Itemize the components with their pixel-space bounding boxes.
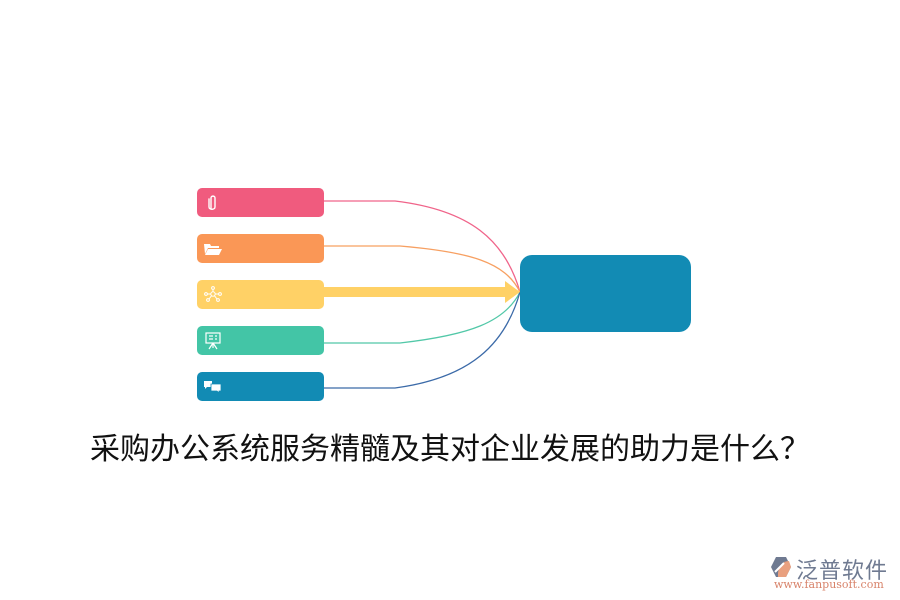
arrow-connector: [320, 281, 520, 303]
fanpu-logo-icon: [771, 557, 791, 577]
page-title: 采购办公系统服务精髓及其对企业发展的助力是什么？: [90, 432, 810, 467]
node-4[interactable]: [197, 326, 324, 355]
node-2[interactable]: [197, 234, 324, 263]
watermark-url: www.fanpusoft.com: [774, 578, 884, 591]
node-3[interactable]: [197, 280, 324, 309]
connector-line-4: [324, 291, 521, 344]
connector-line-1: [324, 200, 521, 293]
folder-open-icon: [204, 244, 222, 255]
chat-bubbles-icon: [204, 381, 222, 394]
node-5[interactable]: [197, 372, 324, 401]
connector-line-2: [324, 245, 521, 293]
center-node[interactable]: [520, 255, 691, 332]
watermark-logo: 泛普软件 www.fanpusoft.com: [766, 553, 896, 593]
connector-line-5: [324, 291, 521, 389]
network-icon: [204, 286, 222, 302]
node-1[interactable]: [197, 188, 324, 217]
presentation-board-icon: [205, 332, 221, 350]
watermark-brand: 泛普软件: [796, 559, 889, 584]
paperclip-icon: [208, 195, 216, 210]
